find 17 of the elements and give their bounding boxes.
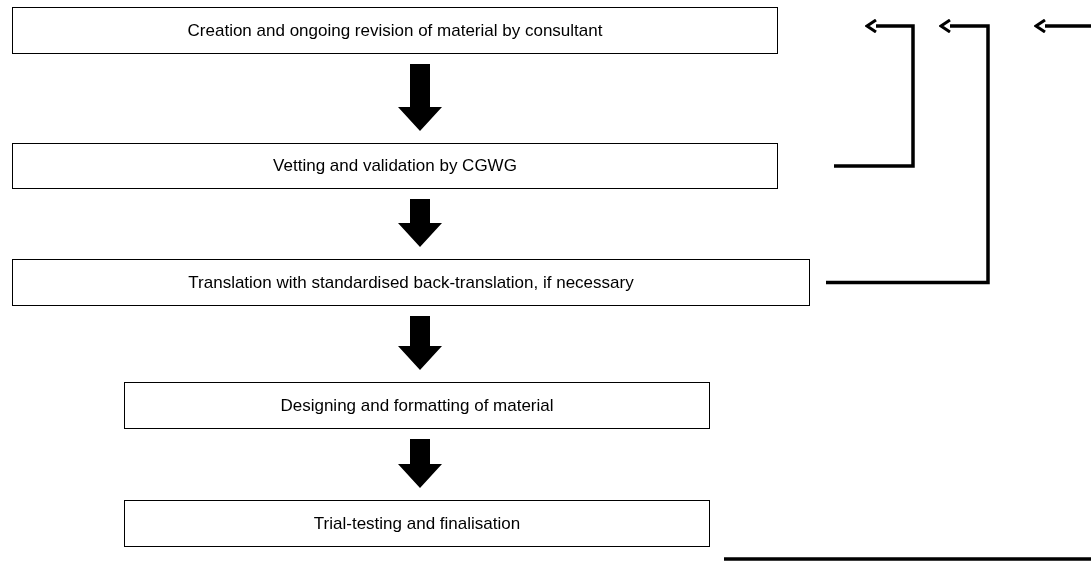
step-text: Vetting and validation by CGWG: [273, 156, 517, 176]
step-text: Designing and formatting of material: [280, 395, 554, 416]
process-box: [12, 143, 778, 189]
process-box: [12, 259, 810, 306]
block-arrow: [398, 439, 442, 488]
block-arrow: [398, 64, 442, 131]
block-arrow: [398, 316, 442, 370]
process-box: [12, 7, 778, 54]
process-box: [124, 382, 710, 429]
process-box: [124, 500, 710, 547]
block-arrow: [398, 199, 442, 247]
feedback-arrow: [834, 18, 915, 168]
step-text: Translation with standardised back-translation, if necessary: [188, 272, 634, 293]
feedback-arrow: [724, 18, 1091, 561]
step-text: Creation and ongoing revision of material by consultant: [187, 20, 603, 41]
feedback-arrow: [826, 18, 990, 285]
step-text: Trial-testing and finalisation: [313, 513, 521, 534]
